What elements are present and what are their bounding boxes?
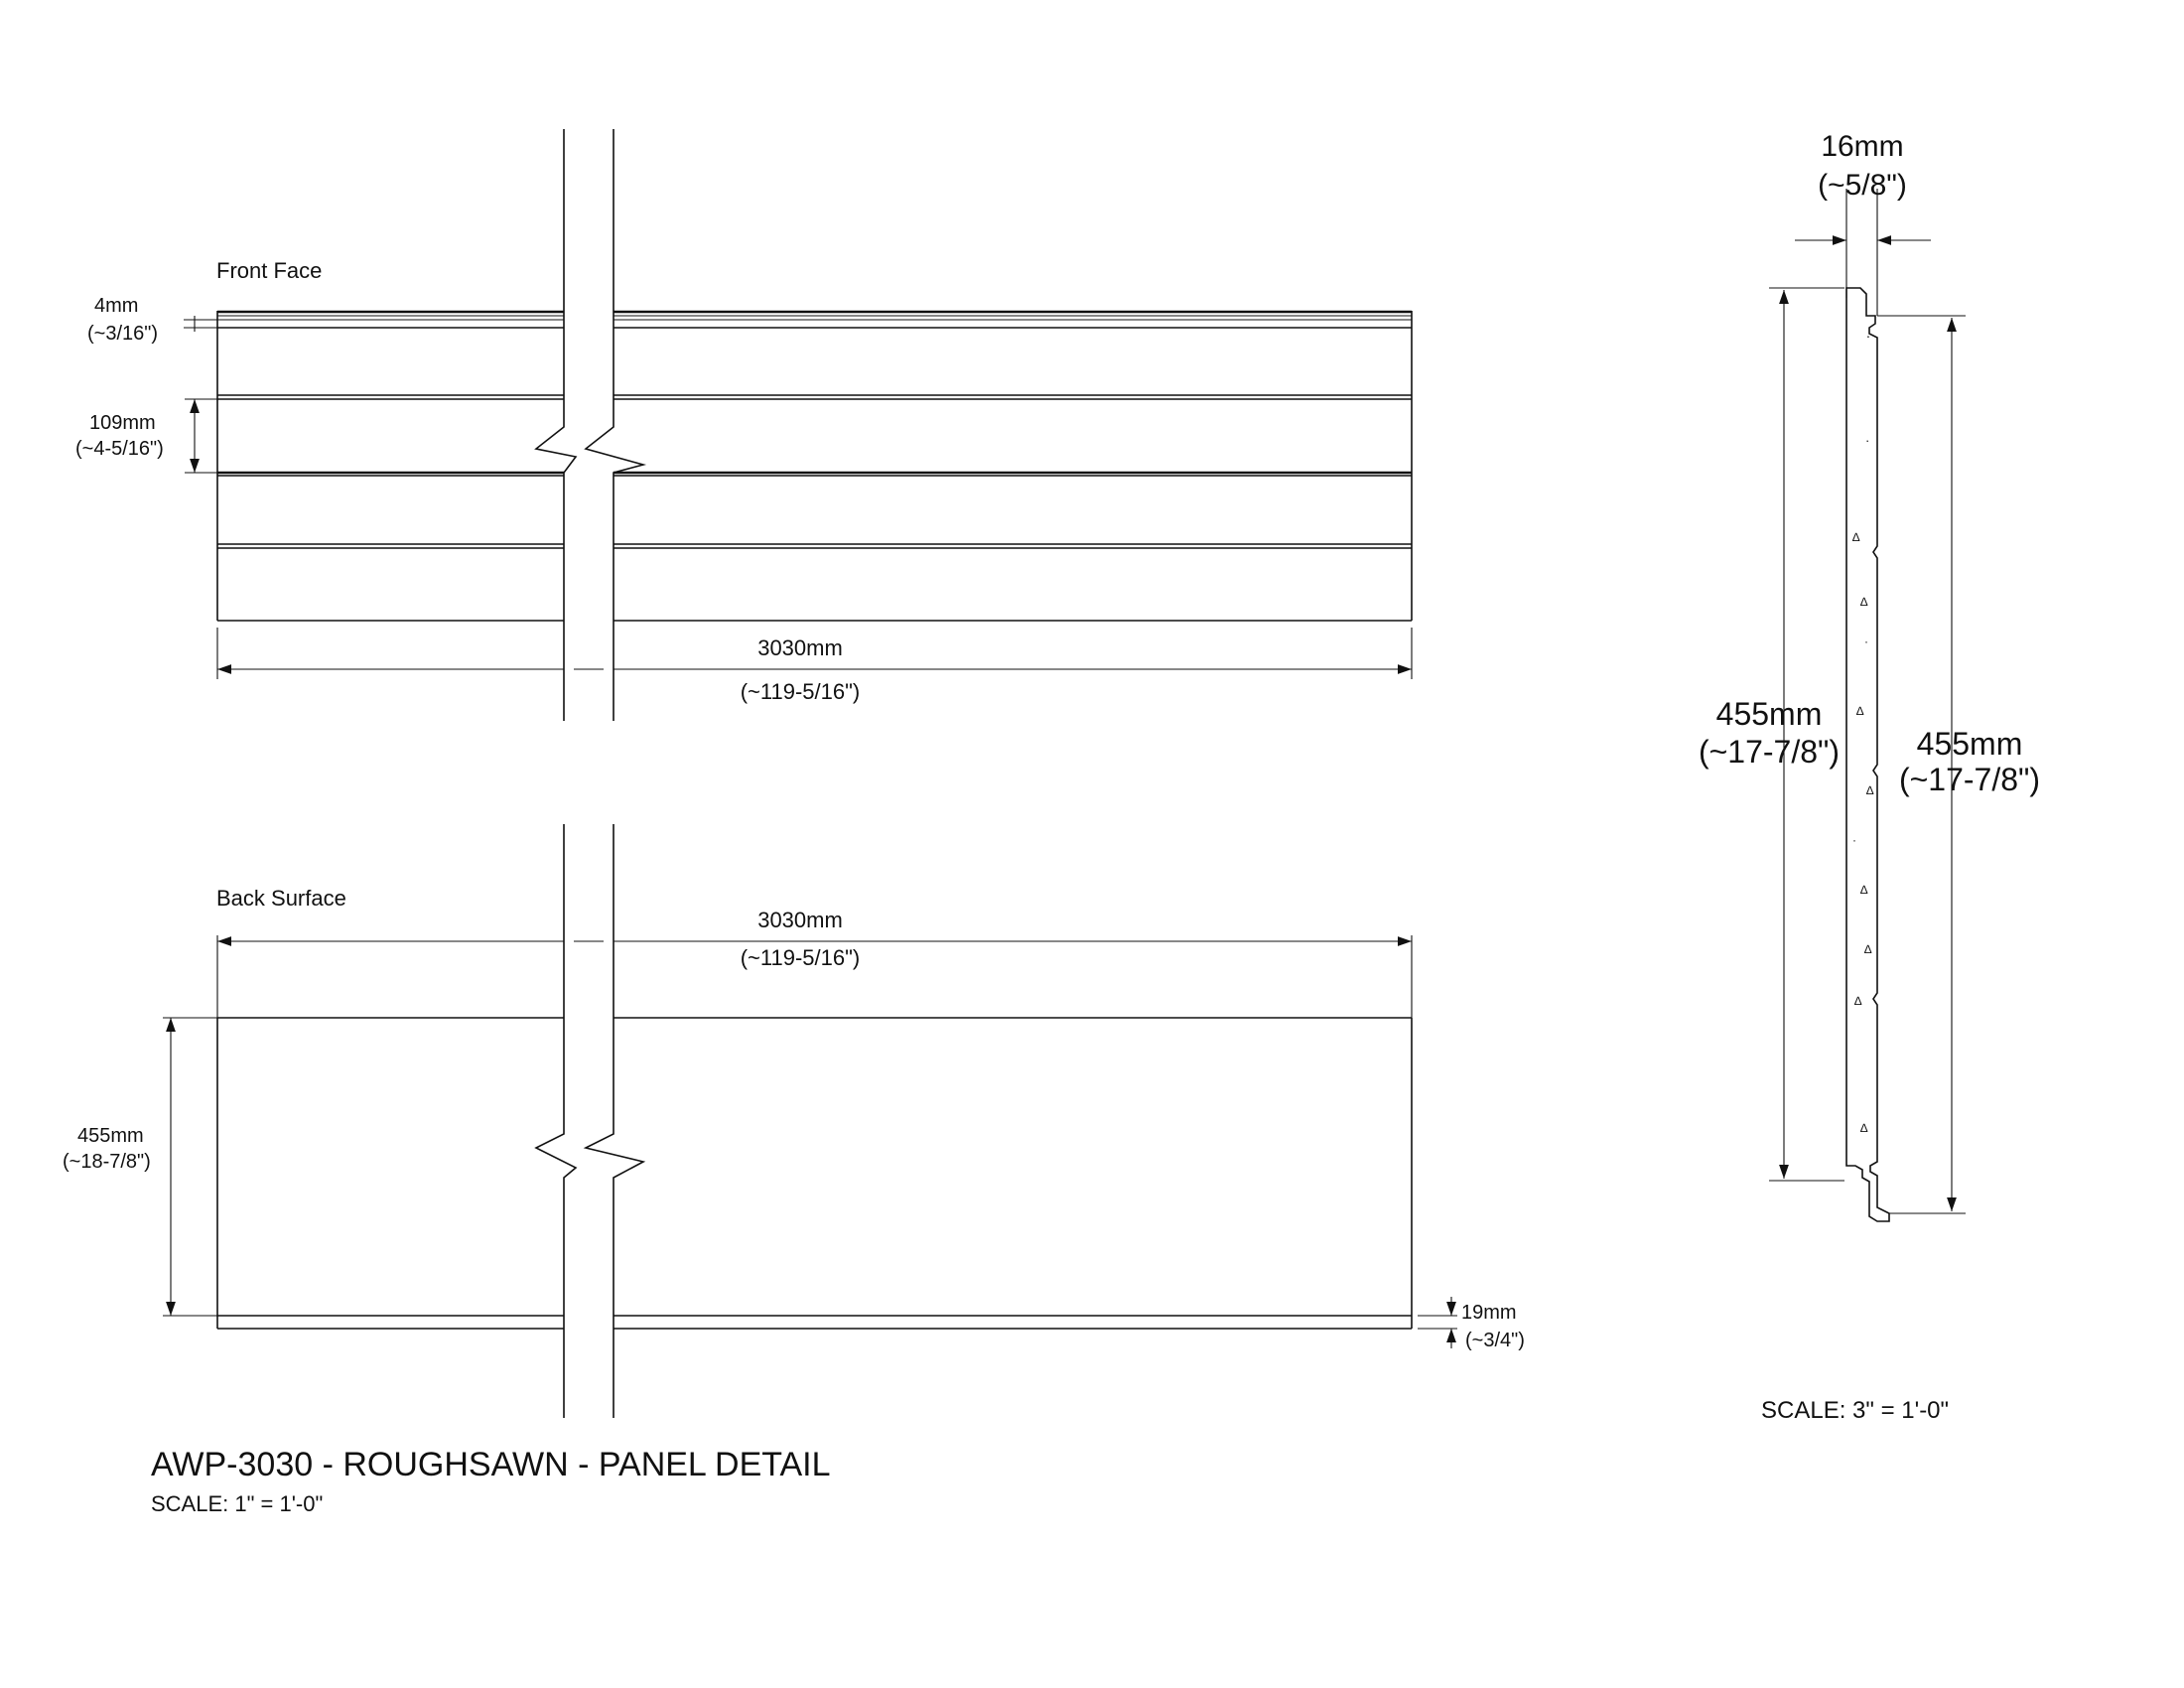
- front-top-dimension: 4mm (~3/16"): [87, 295, 217, 345]
- section-thickness-dimension: 16mm (~5/8"): [1795, 130, 1931, 316]
- section-texture-mark: ∆: [1852, 530, 1860, 544]
- back-surface-label: Back Surface: [216, 886, 346, 911]
- front-length-dimension: 3030mm (~119-5/16"): [216, 628, 1413, 704]
- drawing-scale: SCALE: 1" = 1'-0": [151, 1491, 323, 1516]
- section-texture-mark: ∆: [1860, 1121, 1868, 1135]
- section-profile: . · ∆ ∆ · ∆ ∆ · ∆ ∆ ∆ ∆: [1845, 287, 1890, 1222]
- section-texture-mark: ∆: [1860, 595, 1868, 609]
- front-length-dim-value: 3030mm: [757, 635, 843, 660]
- section-texture-mark: ∆: [1864, 942, 1872, 956]
- section-texture-mark: ·: [1865, 433, 1869, 448]
- drawing-title: AWP-3030 - ROUGHSAWN - PANEL DETAIL: [151, 1446, 831, 1483]
- section-left-height-dimension: 455mm (~17-7/8"): [1699, 287, 1844, 1182]
- section-thickness-dim-imperial: (~5/8"): [1818, 169, 1907, 202]
- section-right-dim-value: 455mm: [1917, 726, 2023, 762]
- front-length-dim-imperial: (~119-5/16"): [741, 679, 861, 704]
- section-scale: SCALE: 3" = 1'-0": [1761, 1397, 1949, 1424]
- back-lip-dim-value: 19mm: [1461, 1302, 1517, 1324]
- front-top-dim-imperial: (~3/16"): [87, 323, 158, 345]
- back-lip-dimension: 19mm (~3/4"): [1418, 1297, 1525, 1351]
- section-texture-mark: ∆: [1860, 883, 1868, 897]
- section-texture-mark: ∆: [1856, 704, 1864, 718]
- section-view: 16mm (~5/8") . · ∆ ∆ · ∆ ∆ · ∆ ∆ ∆ ∆ 455…: [1699, 130, 2040, 1424]
- back-height-dim-imperial: (~18-7/8"): [63, 1151, 151, 1173]
- back-height-dim-value: 455mm: [77, 1125, 144, 1147]
- section-right-height-dimension: 455mm (~17-7/8"): [1877, 315, 2040, 1214]
- section-left-dim-imperial: (~17-7/8"): [1699, 734, 1840, 770]
- back-lip-dim-imperial: (~3/4"): [1465, 1330, 1525, 1351]
- front-face-label: Front Face: [216, 258, 322, 283]
- back-surface-view: Back Surface 3030mm (~119-5/16"): [63, 824, 1525, 1418]
- section-texture-mark: .: [1866, 325, 1870, 341]
- back-length-dimension: 3030mm (~119-5/16"): [216, 908, 1413, 1018]
- section-thickness-dim-value: 16mm: [1821, 130, 1903, 163]
- section-left-dim-value: 455mm: [1716, 696, 1823, 732]
- back-length-dim-imperial: (~119-5/16"): [741, 945, 861, 970]
- front-board-dimension: 109mm (~4-5/16"): [75, 398, 217, 474]
- section-texture-mark: ·: [1852, 833, 1856, 847]
- front-board-dim-value: 109mm: [89, 412, 156, 434]
- back-surface-panel: [216, 1017, 1413, 1330]
- section-texture-mark: ·: [1864, 634, 1868, 648]
- title-block: AWP-3030 - ROUGHSAWN - PANEL DETAIL SCAL…: [151, 1446, 831, 1516]
- front-board-dim-imperial: (~4-5/16"): [75, 438, 164, 460]
- section-texture-mark: ∆: [1854, 994, 1862, 1008]
- back-surface-break-lines: [534, 824, 646, 1418]
- section-right-dim-imperial: (~17-7/8"): [1899, 762, 2040, 797]
- front-face-break-lines: [534, 129, 647, 721]
- front-face-view: Front Face: [75, 129, 1413, 721]
- front-top-dim-value: 4mm: [94, 295, 138, 317]
- back-height-dimension: 455mm (~18-7/8"): [63, 1017, 217, 1317]
- section-texture-mark: ∆: [1866, 783, 1874, 797]
- back-length-dim-value: 3030mm: [757, 908, 843, 932]
- front-face-panel: [216, 310, 1413, 622]
